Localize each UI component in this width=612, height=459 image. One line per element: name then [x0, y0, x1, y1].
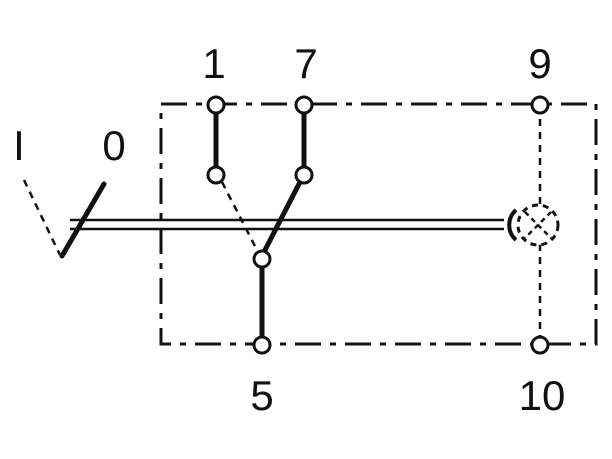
- terminal-1-label: 1: [202, 40, 225, 87]
- rocker-actuator-icon: [22, 179, 107, 259]
- terminal-10-label: 10: [519, 372, 566, 419]
- terminal-9-label: 9: [528, 40, 551, 87]
- terminal-5-label: 5: [250, 372, 273, 419]
- common-contact-node: [252, 249, 272, 269]
- terminal-7-label: 7: [294, 40, 317, 87]
- lamp-icon: [507, 203, 560, 247]
- terminal-9-node: [530, 95, 550, 115]
- actuator-linkage: [70, 218, 504, 231]
- terminal-1-node: [206, 95, 226, 115]
- contact-7-pivot: [294, 165, 314, 185]
- contact-7: [261, 103, 307, 255]
- position-off-label: 0: [102, 122, 125, 169]
- terminal-7-node: [294, 95, 314, 115]
- terminal-10-node: [530, 335, 550, 355]
- contact-1-pivot: [206, 165, 226, 185]
- contact-1: [213, 103, 260, 253]
- position-on-label: I: [13, 122, 25, 169]
- switch-housing: [159, 102, 598, 346]
- terminal-5-node: [252, 335, 272, 355]
